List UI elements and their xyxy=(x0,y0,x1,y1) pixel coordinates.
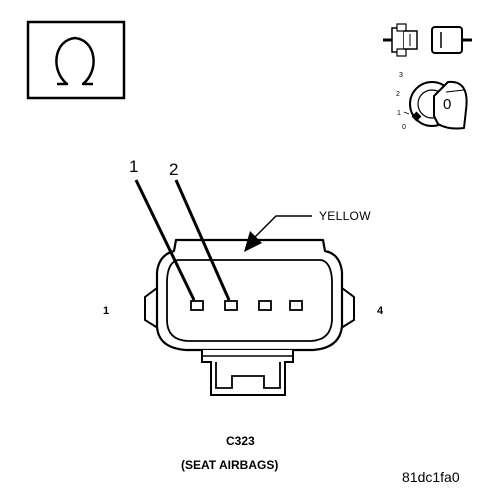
pin-callout-2: 2 xyxy=(169,160,179,179)
pin-cavity-3 xyxy=(258,300,272,311)
pin-callout-leaders xyxy=(134,179,231,301)
figure-id: 81dc1fa0 xyxy=(402,469,460,485)
connector-disconnect-icon xyxy=(383,23,472,57)
side-label-left: 1 xyxy=(103,305,110,317)
pin-2-leader xyxy=(174,179,231,301)
connector-id: C323 xyxy=(226,434,255,448)
ignition-position-3: 3 xyxy=(399,72,403,79)
ignition-position-0: 0 xyxy=(402,124,406,131)
ignition-position-2: 2 xyxy=(396,91,400,98)
pin-cavities xyxy=(190,300,303,311)
pin-cavity-1 xyxy=(190,300,204,311)
pin-1-leader xyxy=(134,179,196,301)
connector-body xyxy=(144,238,355,396)
ignition-key-position: 0 xyxy=(443,96,452,113)
ignition-position-1: 1 xyxy=(397,110,401,117)
wire-color-leader xyxy=(244,215,312,252)
side-label-right: 4 xyxy=(377,305,384,317)
ignition-key-icon xyxy=(403,80,468,130)
pin-cavity-4 xyxy=(289,300,303,311)
pin-callout-1: 1 xyxy=(129,157,139,176)
ohm-symbol-icon xyxy=(26,20,126,100)
connector-description: (SEAT AIRBAGS) xyxy=(181,458,279,472)
pin-cavity-2 xyxy=(224,300,238,311)
wire-color-label: YELLOW xyxy=(319,209,371,223)
